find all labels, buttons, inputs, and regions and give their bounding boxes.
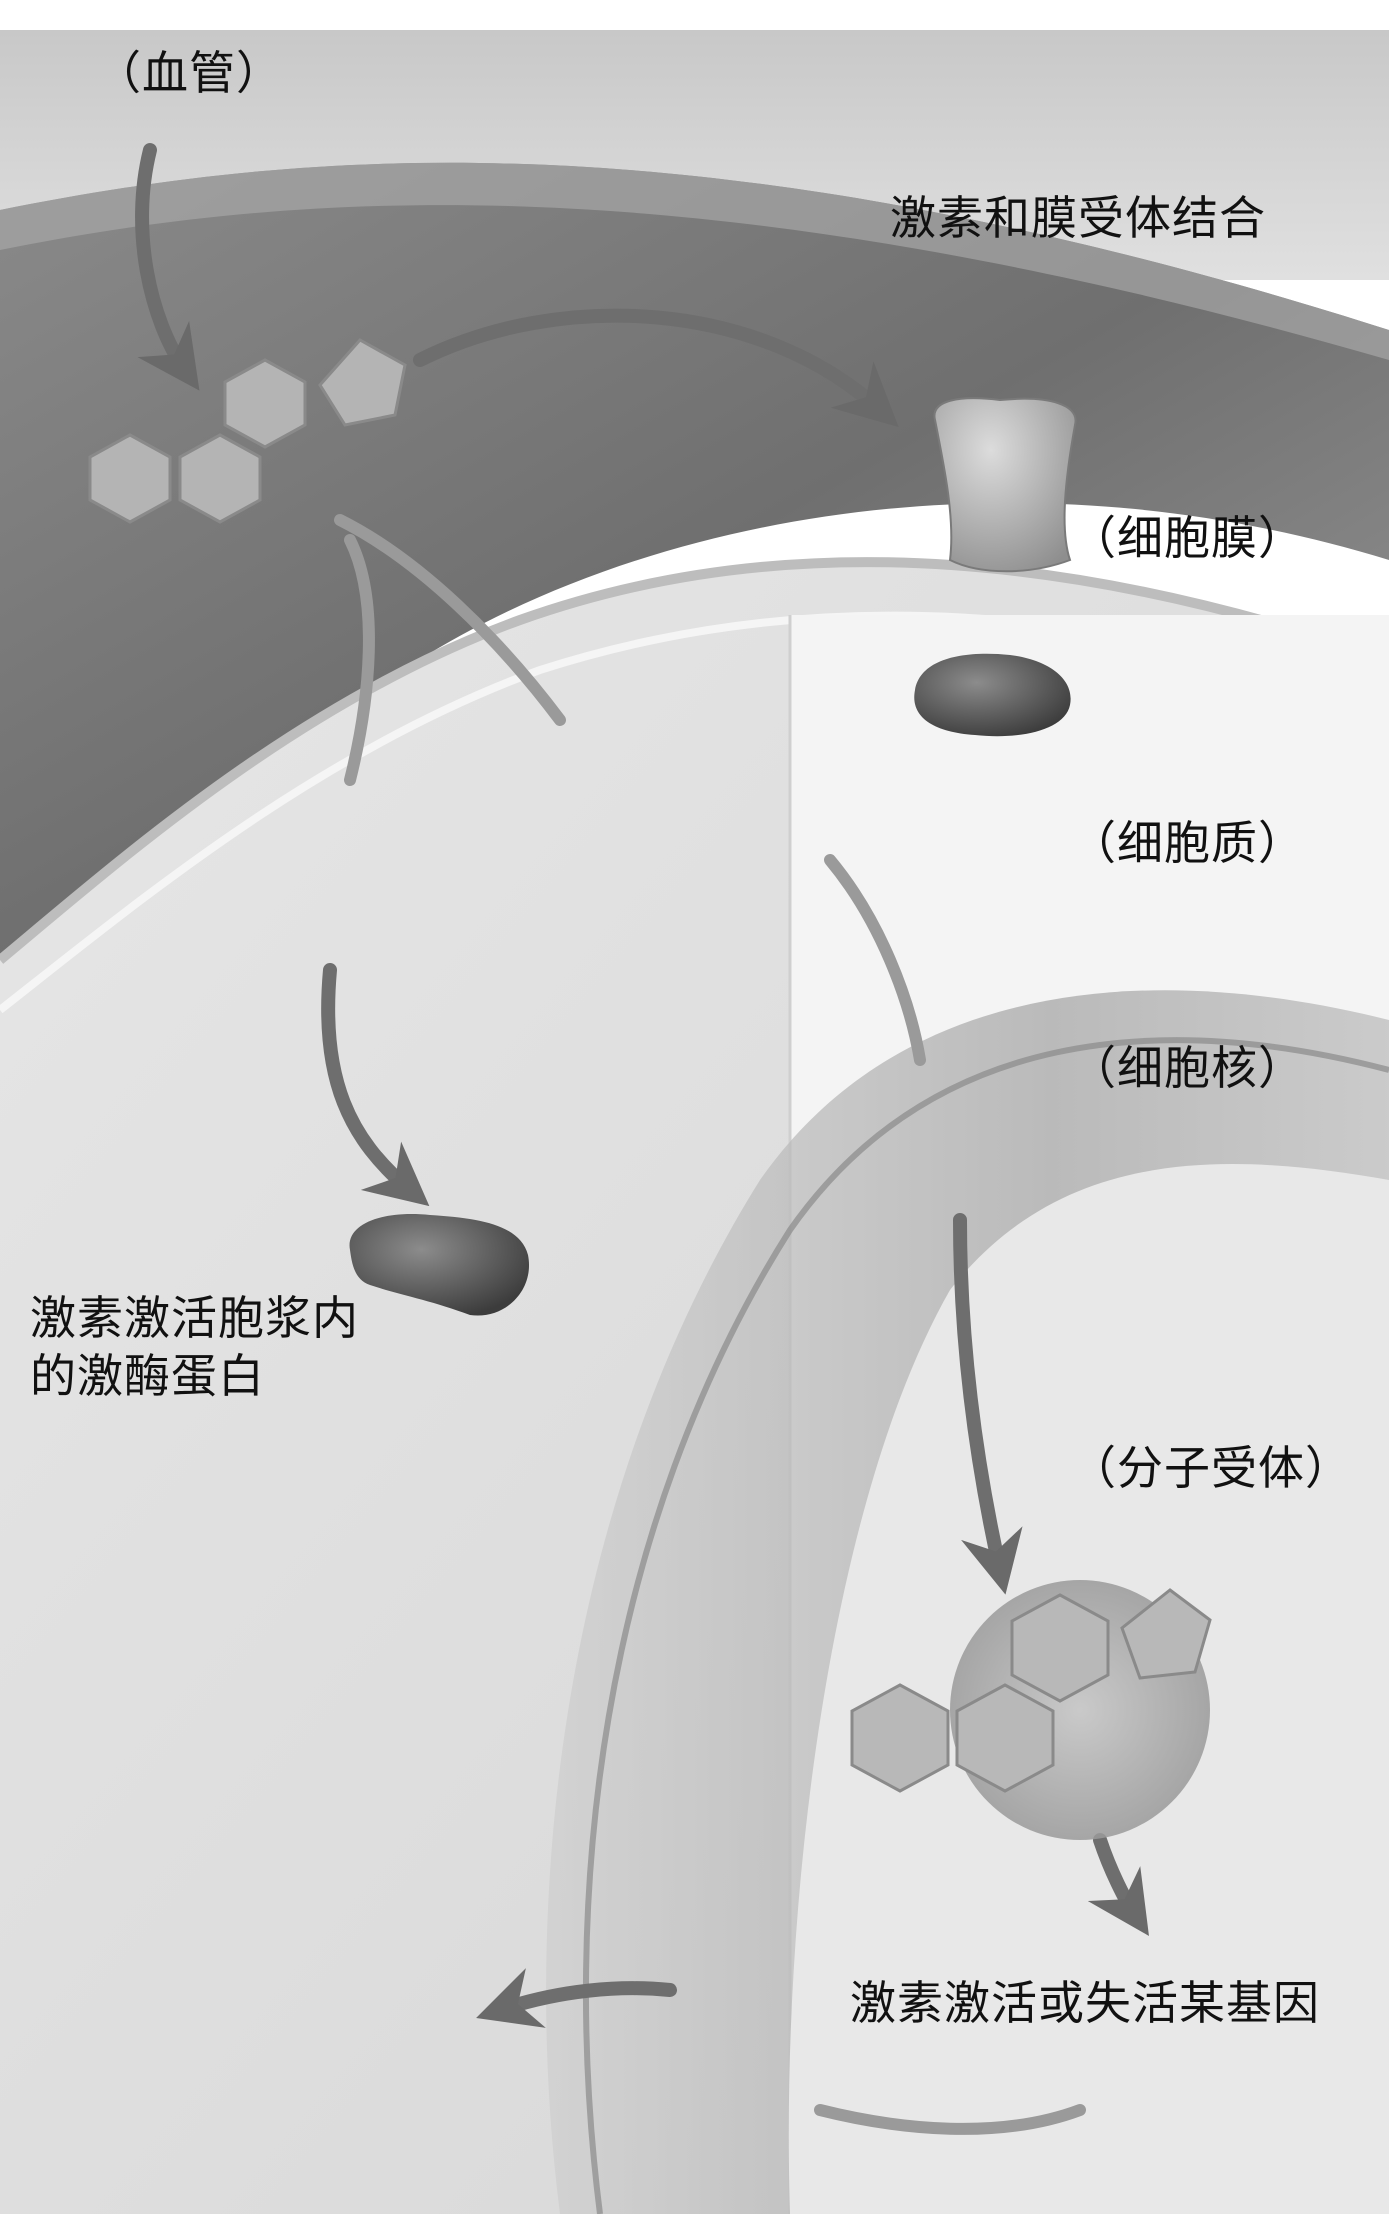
blood-vessel-highlight [0,162,1389,360]
cell-membrane-edge [0,557,1389,964]
arrow-from-receptor [1087,1833,1149,1936]
arrow-to-molecular-receptor [953,1213,1023,1595]
hormone-molecule-upper [88,338,407,524]
kinase-protein [349,1214,530,1316]
arrow-gene-left [476,1968,677,2028]
arrow-vessel-to-hormone [135,143,200,391]
path-hormone-diffuse-2 [344,534,375,786]
label-molecular-receptor: （分子受体） [1070,1441,1352,1495]
arrow-hormone-to-receptor [413,308,899,428]
receptor-intracellular-protein [914,653,1071,737]
label-blood-vessel: （血管） [95,46,283,100]
membrane-receptor [933,397,1077,573]
label-hormone-binds-membrane-receptor: 激素和膜受体结合 [890,191,1266,245]
label-gene-regulation: 激素激活或失活某基因 [850,1976,1320,2030]
nucleus-envelope [583,1037,1389,2214]
hormone-molecule-lower [850,1588,1212,1793]
label-activates-kinase: 激素激活胞浆内 的激酶蛋白 [30,1290,359,1405]
path-bottom-curve [814,2104,1086,2135]
label-nucleus: （细胞核） [1070,1041,1305,1095]
path-to-nucleus [824,854,926,1066]
label-cell-membrane: （细胞膜） [1070,511,1305,565]
label-activates-kinase-line2: 的激酶蛋白 [30,1348,265,1403]
arrow-to-kinase [321,963,430,1207]
path-hormone-diffuse [334,514,566,726]
label-activates-kinase-line1: 激素激活胞浆内 [30,1291,359,1345]
label-cytoplasm: （细胞质） [1070,816,1305,870]
